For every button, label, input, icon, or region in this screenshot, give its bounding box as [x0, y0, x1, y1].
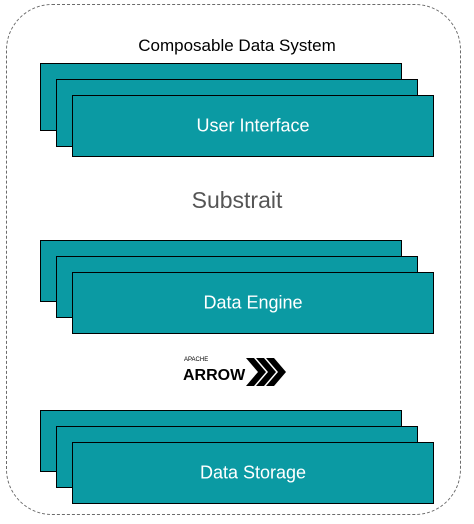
ui-layer-label: User Interface — [196, 115, 310, 136]
apache-arrow-logo: APACHE ARROW — [183, 357, 286, 386]
storage-layer-label: Data Storage — [199, 462, 307, 483]
substrait-label: Substrait — [191, 187, 283, 213]
ui-layer-card-front: User Interface — [72, 95, 434, 157]
logo-small-text: APACHE — [184, 357, 208, 363]
arrow-chevrons-icon — [246, 358, 286, 386]
diagram-title: Composable Data System — [138, 36, 336, 55]
engine-layer-label: Data Engine — [203, 292, 303, 313]
composable-system-frame — [6, 4, 461, 515]
storage-layer-card-front: Data Storage — [72, 442, 434, 504]
engine-layer-card-front: Data Engine — [72, 272, 434, 334]
logo-main-text: ARROW — [183, 367, 246, 384]
